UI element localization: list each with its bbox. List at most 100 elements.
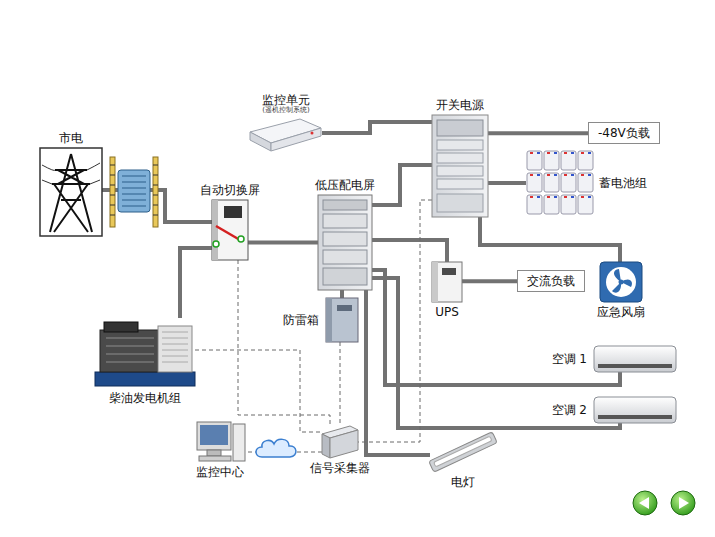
nav-button (633, 491, 657, 515)
signal-line (238, 260, 330, 426)
pc-keyboard (199, 456, 231, 461)
cabinet-panel (437, 194, 483, 212)
lightning-box-side (326, 298, 332, 342)
device-label: UPS (435, 305, 459, 319)
power-line (488, 131, 588, 135)
battery-terminal (537, 153, 591, 197)
device-label: 信号采集器 (310, 461, 370, 475)
switch-contact (238, 236, 244, 242)
lightning-box-panel (337, 305, 352, 311)
breaker-row (323, 232, 367, 246)
ac-vent (598, 364, 672, 368)
node-subtitle: (遥机控制系统) (262, 107, 310, 115)
switch-blade (216, 226, 240, 240)
tower-symbol (50, 154, 92, 232)
power-cabinet (432, 115, 488, 217)
nav-button (671, 491, 695, 515)
node-label: UPS (435, 305, 459, 319)
node-label: 蓄电池组 (599, 176, 647, 190)
monitor-unit-side (250, 132, 271, 151)
power-line (372, 165, 432, 205)
device-label: 蓄电池组 (599, 176, 647, 190)
power-line (248, 241, 318, 245)
node-label: 空调 1 (552, 352, 587, 366)
engine-detail (106, 338, 154, 362)
power-line (340, 290, 344, 298)
status-led (311, 132, 314, 135)
device-label: 自动切换屏 (200, 183, 260, 197)
ups-body (432, 262, 462, 302)
device-node: 低压配电屏 (318, 195, 372, 290)
device-label: 应急风扇 (597, 305, 645, 319)
power-wire (42, 163, 100, 184)
switch-panel (224, 206, 242, 218)
pc-screen (200, 425, 228, 445)
node-label: 自动切换屏 (200, 183, 260, 197)
device-node: 应急风扇 (600, 262, 642, 302)
alternator-detail (162, 332, 188, 362)
load-box: 交流负载 (517, 270, 585, 292)
ups-display (442, 268, 456, 275)
breaker-row (323, 214, 367, 228)
node-label: 开关电源 (436, 98, 484, 112)
air-conditioner (594, 346, 676, 372)
device-node: 空调 2 (594, 397, 676, 423)
node-label: 监控单元 (262, 93, 310, 107)
transformer-bar (153, 157, 158, 227)
power-line (180, 248, 212, 318)
node-label: 空调 2 (552, 403, 587, 417)
switch-cabinet (212, 200, 248, 260)
collector-front (330, 430, 358, 458)
breaker-row (323, 250, 367, 264)
generator-engine (100, 330, 158, 372)
device-label: 监控单元(遥机控制系统) (262, 93, 310, 115)
tower-frame (40, 148, 102, 236)
node-label: 交流负载 (527, 274, 575, 288)
node-label: 应急风扇 (597, 305, 645, 319)
fan-hub (619, 280, 624, 285)
node-label: 电灯 (451, 475, 475, 489)
device-label: 空调 2 (552, 403, 587, 417)
device-node: 开关电源 (432, 115, 488, 217)
nav-arrow (639, 497, 649, 509)
generator-alternator (158, 326, 192, 372)
device-label: 防雷箱 (283, 313, 319, 327)
air-conditioner (594, 397, 676, 423)
pc-stand (207, 450, 221, 456)
nav-arrow (679, 497, 689, 509)
cabinet-panel (437, 120, 483, 136)
device-node: 电灯 (430, 432, 496, 472)
power-line (372, 270, 620, 385)
pc-monitor (197, 422, 231, 450)
signal-line (340, 342, 341, 426)
device-node: 市电 (40, 148, 102, 236)
node-label: 防雷箱 (283, 313, 319, 327)
lamp-tube (434, 436, 492, 467)
rectifier-module (437, 166, 483, 176)
device-label: 市电 (59, 131, 83, 145)
device-node: 蓄电池组 (526, 150, 594, 216)
transformer-bar (110, 157, 115, 227)
engine-head (104, 322, 138, 332)
lightning-box (326, 298, 358, 342)
power-line (488, 181, 526, 185)
transformer-ticks (110, 165, 158, 215)
node-label: 低压配电屏 (315, 178, 375, 192)
pc-tower (233, 424, 245, 461)
device-node: UPS (432, 262, 462, 302)
monitor-unit-front (271, 128, 321, 151)
node-label: 市电 (59, 131, 83, 145)
ups-side (432, 262, 438, 302)
battery-bank (527, 151, 593, 214)
transformer-body (118, 170, 150, 212)
device-node: 防雷箱 (326, 298, 358, 342)
cabinet-panel (323, 200, 367, 210)
node-label: 信号采集器 (310, 461, 370, 475)
power-line (480, 217, 620, 262)
rectifier-module (437, 153, 483, 163)
power-line (322, 122, 432, 133)
network-cloud (256, 439, 296, 457)
signal-line (195, 350, 322, 432)
